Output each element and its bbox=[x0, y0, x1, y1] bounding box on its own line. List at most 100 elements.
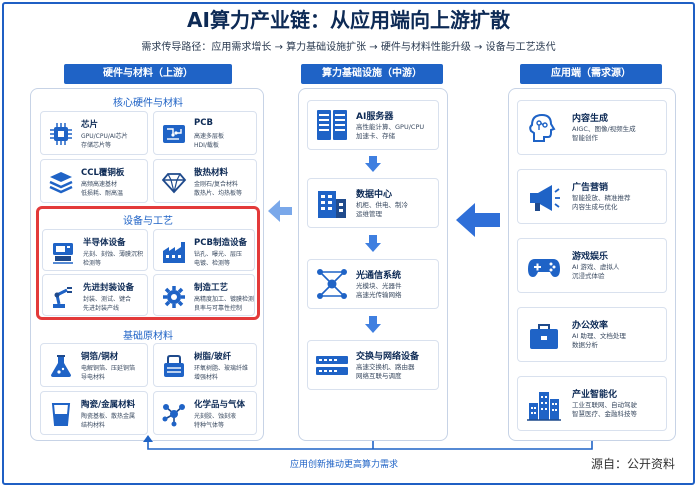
flask-icon bbox=[47, 352, 75, 380]
card-title: 数据中心 bbox=[356, 190, 393, 200]
source-note: 源自：公开资料 bbox=[590, 457, 675, 471]
card-title: PCB bbox=[194, 118, 213, 128]
demand-header: 应用端（需求源） bbox=[520, 64, 662, 84]
card-desc: AIGC、图像/视频生成 智能创作 bbox=[572, 125, 636, 142]
card-advertising: 广告营销 智能投放、精准推荐 内容生成与优化 bbox=[517, 169, 667, 224]
card-title: 光通信系统 bbox=[356, 271, 402, 281]
arrow-down-1 bbox=[365, 156, 381, 172]
factory-icon bbox=[160, 238, 188, 266]
card-chip: 芯片 GPU/CPU/AI芯片 存储芯片等 bbox=[40, 111, 148, 155]
core-hardware-title: 核心硬件与材料 bbox=[113, 98, 183, 109]
card-title: 产业智能化 bbox=[572, 390, 618, 400]
card-desc: 光刻、刻蚀、薄膜沉积 检测等 bbox=[83, 251, 144, 267]
arrow-demand-to-midstream bbox=[456, 203, 500, 237]
chip-icon bbox=[47, 120, 75, 148]
molecule-icon bbox=[160, 400, 188, 428]
card-desc: 高速多层板 HDI/载板 bbox=[194, 133, 225, 149]
card-desc: 工业互联网、自动驾驶 智慧医疗、金融科技等 bbox=[572, 401, 637, 418]
card-desc: 高频高速基材 低损耗、耐高温 bbox=[81, 181, 124, 197]
card-desc: 高性能计算、GPU/CPU 加速卡、存储 bbox=[356, 123, 425, 140]
card-desc: AI 助理、文档处理 数据分析 bbox=[572, 332, 626, 349]
card-title: 广告营销 bbox=[572, 183, 609, 193]
card-process: 制造工艺 高精度加工、镀膜检测 良率与可靠性控制 bbox=[153, 274, 255, 316]
card-desc: 高速交换机、路由器 网络互联与调度 bbox=[356, 363, 415, 380]
midstream-header: 算力基础设施（中游） bbox=[301, 64, 443, 84]
feedback-arrowhead bbox=[143, 435, 153, 442]
card-desc: 电解铜箔、压延铜箔 导电材料 bbox=[81, 365, 136, 381]
card-resin: 树脂/玻纤 环氧树脂、玻璃纤维 增强材料 bbox=[153, 343, 257, 387]
card-copper: 铜箔/铜材 电解铜箔、压延铜箔 导电材料 bbox=[40, 343, 148, 387]
card-title: CCL覆铜板 bbox=[81, 168, 125, 178]
card-pcb: PCB 高速多层板 HDI/载板 bbox=[153, 111, 257, 155]
arrow-down-2 bbox=[365, 235, 381, 252]
card-title: 半导体设备 bbox=[83, 238, 126, 248]
robot-arm-icon bbox=[49, 283, 77, 311]
gear-icon bbox=[160, 283, 188, 311]
gamepad-icon bbox=[526, 249, 562, 285]
card-content-generation: 内容生成 AIGC、图像/视频生成 智能创作 bbox=[517, 100, 667, 155]
card-title: AI服务器 bbox=[356, 112, 394, 122]
card-desc: 智能投放、精准推荐 内容生成与优化 bbox=[572, 194, 631, 211]
card-title: 化学品与气体 bbox=[194, 400, 246, 410]
card-optical: 光通信系统 光模块、光器件 高速光传输网络 bbox=[307, 259, 439, 309]
card-title: 办公效率 bbox=[572, 321, 609, 331]
resin-icon bbox=[160, 352, 188, 380]
layers-icon bbox=[47, 168, 75, 196]
card-title: 制造工艺 bbox=[194, 283, 229, 293]
card-semiconductor-equipment: 半导体设备 光刻、刻蚀、薄膜沉积 检测等 bbox=[42, 229, 148, 271]
card-ai-server: AI服务器 高性能计算、GPU/CPU 加速卡、存储 bbox=[307, 100, 439, 150]
card-title: 散热材料 bbox=[194, 168, 229, 178]
diamond-icon bbox=[160, 168, 188, 196]
card-ceramic: 陶瓷/金属材料 陶瓷基板、散热金属 结构材料 bbox=[40, 391, 148, 435]
switch-icon bbox=[314, 347, 350, 383]
card-desc: 机柜、供电、制冷 运维管理 bbox=[356, 201, 408, 218]
semiconductor-equipment-icon bbox=[49, 238, 77, 266]
card-office: 办公效率 AI 助理、文档处理 数据分析 bbox=[517, 307, 667, 362]
card-desc: 钻孔、曝光、层压 电镀、检测等 bbox=[194, 251, 243, 267]
network-icon bbox=[314, 266, 350, 302]
card-desc: 光刻胶、蚀刻液 特种气体等 bbox=[194, 413, 237, 429]
page-subtitle: 需求传导路径：应用需求增长 → 算力基础设施扩张 → 硬件与材料性能升级 → 设… bbox=[141, 42, 556, 53]
feedback-label: 应用创新推动更高算力需求 bbox=[290, 460, 399, 470]
card-title: 树脂/玻纤 bbox=[194, 352, 232, 362]
server-rack-icon bbox=[314, 107, 350, 143]
building-icon bbox=[314, 185, 350, 221]
card-pcb-equipment: PCB制造设备 钻孔、曝光、层压 电镀、检测等 bbox=[153, 229, 255, 271]
card-desc: 环氧树脂、玻璃纤维 增强材料 bbox=[194, 365, 249, 381]
card-desc: 封装、测试、键合 先进封装产线 bbox=[83, 296, 132, 312]
arrow-midstream-to-upstream bbox=[268, 200, 292, 222]
card-desc: 陶瓷基板、散热金属 结构材料 bbox=[81, 413, 136, 429]
card-desc: 高精度加工、镀膜检测 良率与可靠性控制 bbox=[194, 296, 255, 312]
briefcase-icon bbox=[526, 318, 562, 354]
upstream-header: 硬件与材料（上游） bbox=[64, 64, 232, 84]
card-industry: 产业智能化 工业互联网、自动驾驶 智慧医疗、金融科技等 bbox=[517, 376, 667, 431]
card-title: 游戏娱乐 bbox=[572, 252, 609, 262]
arrow-down-3 bbox=[365, 316, 381, 333]
card-desc: 金刚石/复合材料 散热片、均热板等 bbox=[194, 181, 243, 197]
card-title: PCB制造设备 bbox=[194, 238, 247, 248]
page-title: AI算力产业链：从应用端向上游扩散 bbox=[187, 8, 510, 32]
card-switch: 交换与网络设备 高速交换机、路由器 网络互联与调度 bbox=[307, 340, 439, 390]
feedback-line bbox=[147, 440, 593, 450]
card-title: 铜箔/铜材 bbox=[81, 352, 119, 362]
card-gaming: 游戏娱乐 AI 游戏、虚拟人 沉浸式体验 bbox=[517, 238, 667, 293]
beaker-icon bbox=[47, 400, 75, 428]
equipment-highlight-box bbox=[36, 206, 260, 320]
card-chemicals: 化学品与气体 光刻胶、蚀刻液 特种气体等 bbox=[153, 391, 257, 435]
equipment-title: 设备与工艺 bbox=[123, 216, 173, 227]
card-title: 交换与网络设备 bbox=[356, 352, 420, 362]
card-title: 芯片 bbox=[81, 120, 99, 130]
card-title: 陶瓷/金属材料 bbox=[81, 400, 136, 410]
card-ccl: CCL覆铜板 高频高速基材 低损耗、耐高温 bbox=[40, 159, 148, 203]
card-title: 内容生成 bbox=[572, 114, 609, 124]
card-thermal: 散热材料 金刚石/复合材料 散热片、均热板等 bbox=[153, 159, 257, 203]
card-desc: GPU/CPU/AI芯片 存储芯片等 bbox=[81, 133, 128, 149]
megaphone-icon bbox=[526, 180, 562, 216]
card-desc: 光模块、光器件 高速光传输网络 bbox=[356, 282, 402, 299]
card-data-center: 数据中心 机柜、供电、制冷 运维管理 bbox=[307, 178, 439, 228]
card-desc: AI 游戏、虚拟人 沉浸式体验 bbox=[572, 263, 620, 280]
brain-icon bbox=[526, 111, 562, 147]
base-materials-title: 基础原材料 bbox=[123, 331, 173, 342]
card-packaging-equipment: 先进封装设备 封装、测试、键合 先进封装产线 bbox=[42, 274, 148, 316]
